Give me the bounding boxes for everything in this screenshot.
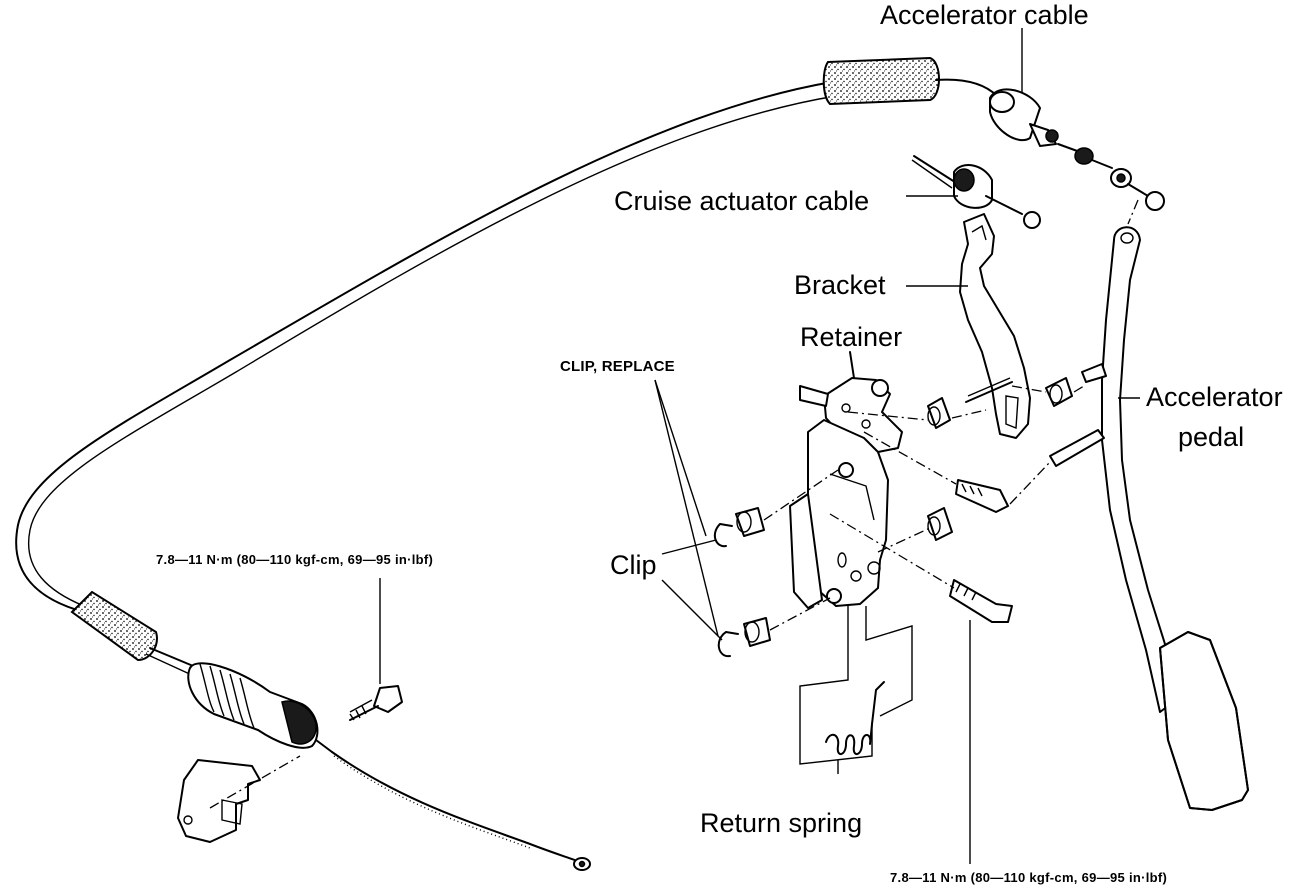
torque-spec-cable-mount: 7.8—11 N·m (80—110 kgf-cm, 69—95 in·lbf) <box>156 552 434 567</box>
torque-spec-pedal-mount: 7.8—11 N·m (80—110 kgf-cm, 69—95 in·lbf) <box>890 870 1168 885</box>
return-spring-part <box>825 681 885 755</box>
cable-mount-bolt <box>349 685 403 721</box>
leader-lines <box>654 28 1023 864</box>
accelerator-cable <box>15 56 1165 871</box>
accelerator-pedal-label-line2: pedal <box>1178 422 1245 452</box>
accelerator-cable-label: Accelerator cable <box>880 0 1089 30</box>
upper-cable-sleeve <box>822 56 940 106</box>
lower-cable-sleeve <box>70 590 158 662</box>
bolts-bushings-clips <box>713 377 1085 658</box>
clip-label: Clip <box>610 550 657 580</box>
cable-mount-bracket <box>177 755 301 843</box>
bracket-label: Bracket <box>794 270 886 300</box>
bracket-part <box>906 213 1031 439</box>
retainer-label: Retainer <box>800 322 903 352</box>
cruise-actuator-cable-label: Cruise actuator cable <box>614 186 870 216</box>
return-spring-label: Return spring <box>700 808 863 838</box>
accelerator-pedal-part <box>1049 226 1249 811</box>
accelerator-pedal-label-line1: Accelerator <box>1146 382 1283 412</box>
lower-clip-part <box>717 631 739 658</box>
clip-replace-note: CLIP, REPLACE <box>560 358 675 375</box>
cruise-actuator-cable <box>906 155 1041 229</box>
upper-clip-part <box>713 523 733 548</box>
pedal-support-bracket <box>789 351 913 774</box>
